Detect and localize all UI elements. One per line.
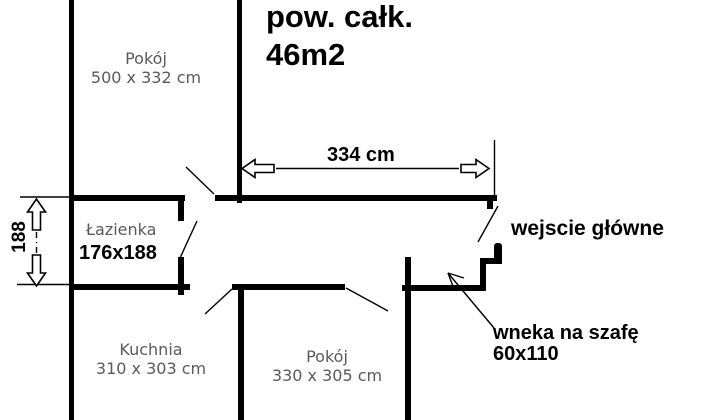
room-bottom-dims: 330 x 305 cm <box>271 366 383 385</box>
wall-hallway-top-end-tick <box>487 201 493 209</box>
walls <box>69 0 502 420</box>
wall-bathroom-right-upper <box>178 197 184 221</box>
wall-bathroom-top <box>69 195 185 201</box>
arrow-right-icon <box>460 157 491 180</box>
wall-bathroom-bottom <box>69 284 190 290</box>
door-swing-entrance <box>477 205 499 243</box>
wall-room2-top <box>232 284 345 290</box>
total-area-label: pow. całk. 46m2 <box>266 0 413 74</box>
arrow-up-icon <box>25 197 48 231</box>
niche-pointer-barb-down <box>447 272 455 290</box>
arrow-down-icon <box>25 254 48 288</box>
wall-bathroom-right-lower <box>178 257 184 295</box>
wall-hallway-top <box>215 195 497 201</box>
door-swing-bathroom <box>179 220 198 259</box>
kitchen-name: Kuchnia <box>119 340 183 359</box>
room-top-left-dims: 500 x 332 cm <box>90 68 202 87</box>
arrow-left-icon <box>240 157 275 180</box>
wardrobe-niche-line1: wneka na szafę <box>493 322 639 344</box>
wall-niche-top <box>480 258 502 264</box>
wardrobe-niche-label: wneka na szafę 60x110 <box>493 323 639 365</box>
room-top-left-label: Pokój 500 x 332 cm <box>86 49 206 87</box>
kitchen-label: Kuchnia 310 x 303 cm <box>91 340 211 378</box>
total-area-line1: pow. całk. <box>266 0 414 34</box>
room-bottom-label: Pokój 330 x 305 cm <box>267 347 387 385</box>
niche-pointer-shaft <box>447 272 495 329</box>
total-area-line2: 46m2 <box>266 37 346 72</box>
wall-room1-right <box>237 0 242 203</box>
main-entrance-label: wejscie główne <box>511 217 664 240</box>
thin-lines <box>17 140 499 315</box>
wardrobe-niche-line2: 60x110 <box>493 343 559 365</box>
bathroom-depth-dimension: 188 <box>9 221 30 253</box>
bathroom-name: Łazienka <box>86 220 157 239</box>
wall-left <box>69 0 74 420</box>
door-swing-kitchen <box>204 288 233 315</box>
wall-niche-bottom <box>402 285 486 291</box>
dimension-arrows <box>25 157 491 288</box>
niche-pointer-barb-right <box>447 272 465 279</box>
door-swing-room1 <box>185 166 215 195</box>
wall-room2-right <box>405 257 411 420</box>
room-top-left-name: Pokój <box>125 49 167 68</box>
wall-kitchen-right <box>238 284 244 420</box>
bathroom-dims: 176x188 <box>79 242 157 264</box>
door-swing-room2 <box>345 287 389 312</box>
hallway-width-dimension: 334 cm <box>327 144 395 166</box>
niche-pointer-arrow-icon <box>447 272 495 329</box>
room-bottom-name: Pokój <box>306 347 348 366</box>
wall-entrance-stub <box>494 243 502 263</box>
kitchen-dims: 310 x 303 cm <box>95 359 207 378</box>
wall-niche-right <box>480 258 486 291</box>
